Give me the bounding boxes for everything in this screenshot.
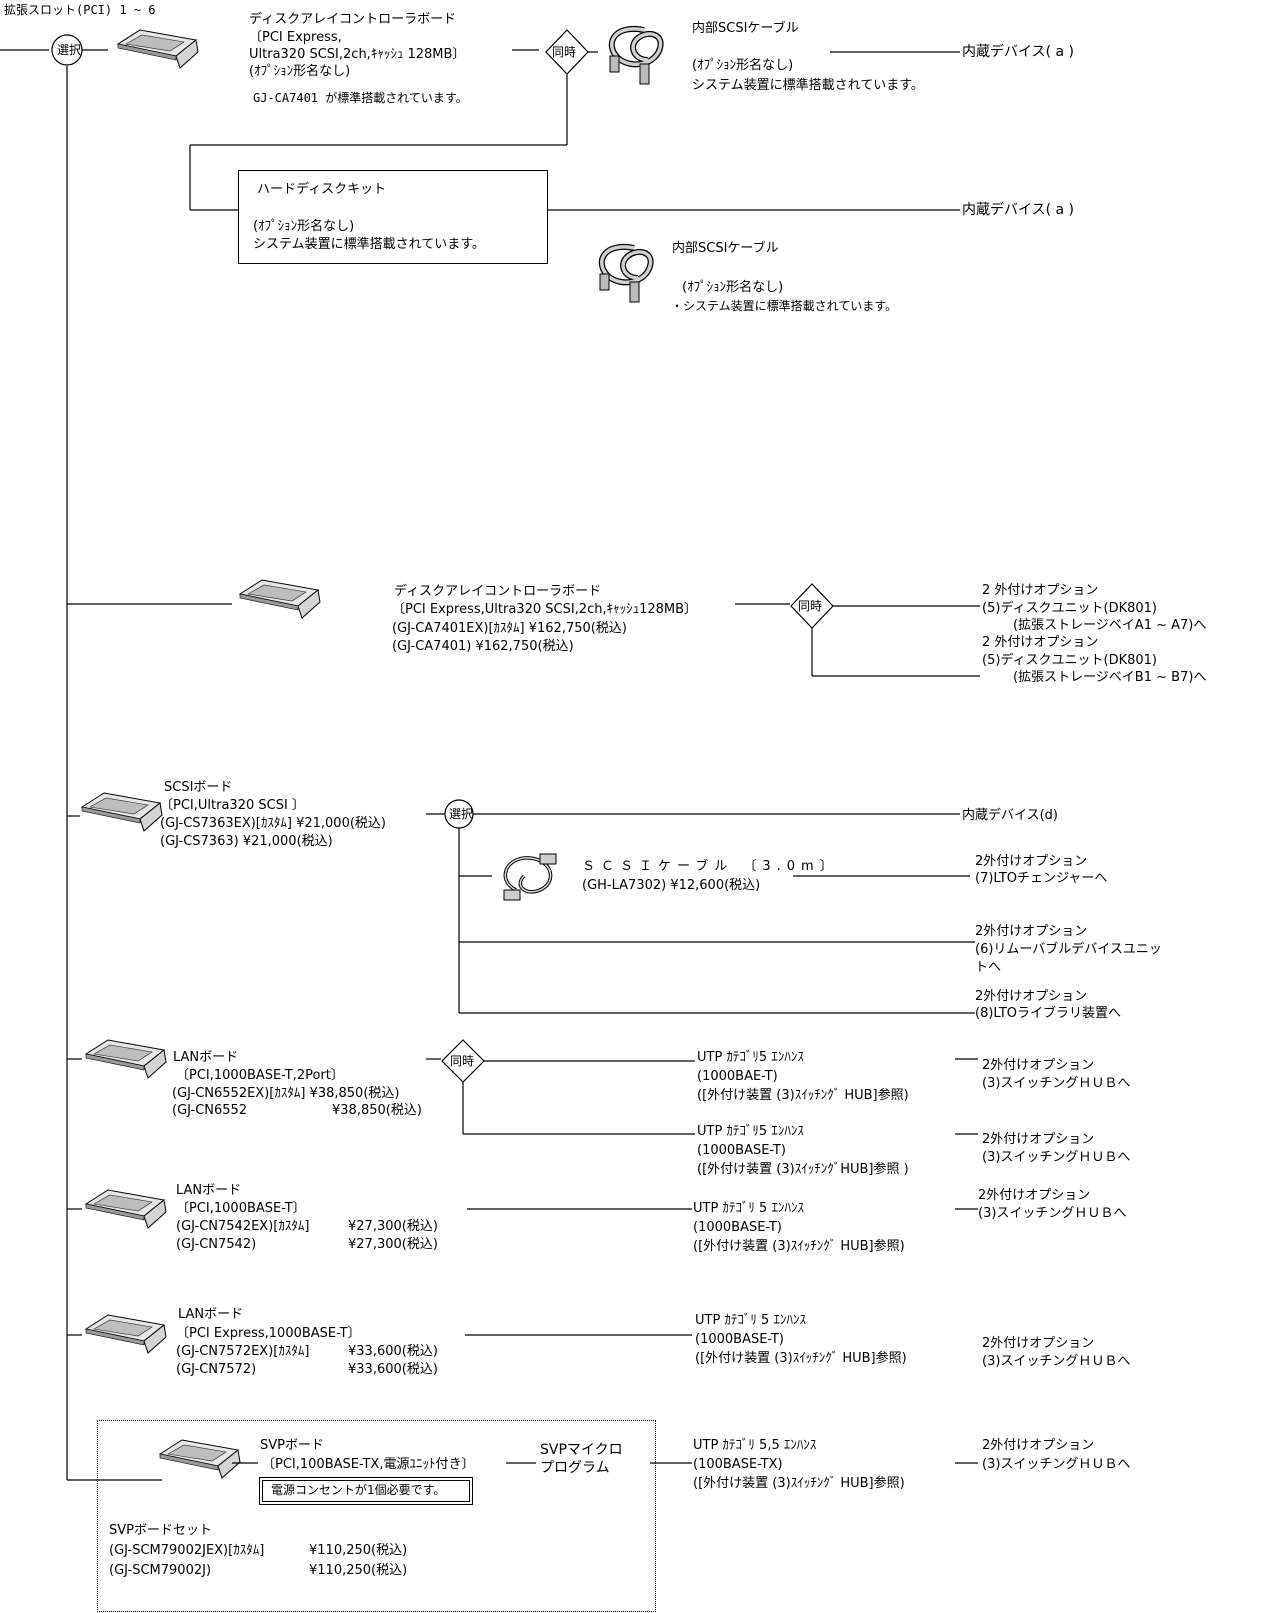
hard-disk-kit: ハードディスクキット (ｵﾌﾟｼｮﾝ形名なし) システム装置に標準搭載されていま…: [238, 170, 548, 264]
slot-title: 拡張スロット(PCI) 1 ~ 6: [4, 3, 156, 17]
dest-internal-a-2: 内蔵デバイス( a ): [962, 202, 1074, 218]
select-node-main: 選択: [57, 43, 82, 57]
simul-node-2: 同時: [798, 599, 823, 613]
power-outlet-note: 電源コンセントが1個必要です。: [259, 1477, 473, 1505]
dest-internal-d: 内蔵デバイス(d): [962, 808, 1059, 823]
simul-node-3: 同時: [450, 1054, 475, 1068]
svp-board-frame: [97, 1420, 656, 1612]
select-node-scsi: 選択: [449, 807, 474, 821]
simul-node-1: 同時: [552, 45, 577, 59]
dest-internal-a-1: 内蔵デバイス( a ): [962, 44, 1074, 60]
